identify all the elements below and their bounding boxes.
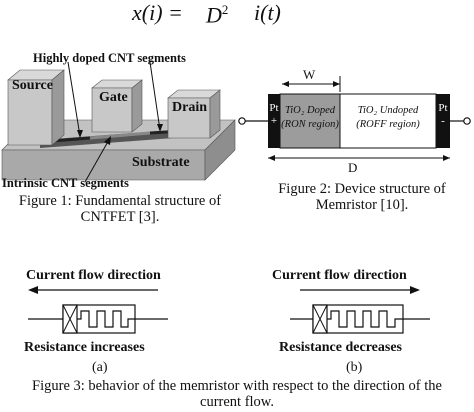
equation-rhs: i(t) [254, 0, 281, 25]
terminal-right [463, 117, 471, 125]
label-w: W [303, 67, 316, 82]
fig3a-title: Current flow direction [26, 268, 161, 283]
figure1-caption-line2: CNTFET [3]. [80, 209, 160, 225]
pt-left-sign: + [270, 115, 278, 127]
fig3b-memristor-symbol [290, 286, 430, 334]
label-intrinsic: Intrinsic CNT segments [2, 176, 129, 190]
pt-left-text: Pt [269, 102, 279, 114]
equation-lhs: x(i) = [132, 0, 183, 25]
doped-region [279, 93, 341, 149]
pointer-doped-left [67, 61, 81, 137]
fig3a-memristor-symbol [28, 286, 168, 334]
figure1-caption: Figure 1: Fundamental structure of CNTFE… [0, 193, 240, 225]
doped-line2: (RON region) [281, 119, 339, 130]
pointer-doped-right-head [157, 124, 163, 132]
pointer-doped-left-head [77, 130, 83, 138]
figure3-caption-line2: current flow. [200, 394, 274, 410]
figure3-caption-line1: Figure 3: behavior of the memristor with… [32, 378, 442, 394]
pointer-doped-right [149, 61, 161, 131]
gate-block-side [131, 79, 143, 133]
fig3b-result: Resistance decreases [279, 340, 402, 355]
label-substrate: Substrate [132, 155, 190, 170]
label-drain: Drain [172, 100, 207, 115]
label-source: Source [12, 78, 53, 93]
d-arrow-left [268, 155, 275, 161]
d-arrow-right [443, 155, 450, 161]
figure2-caption-line1: Figure 2: Device structure of [278, 181, 446, 197]
fig3a-arrow-head [28, 286, 38, 294]
figure3-caption: Figure 3: behavior of the memristor with… [0, 378, 474, 410]
w-arrow-right [333, 81, 340, 87]
fig3b-marker-x2 [312, 304, 328, 334]
figure1-caption-line1: Figure 1: Fundamental structure of [18, 193, 222, 209]
doped-region-label: TiO₂ Doped (RON region) [280, 104, 340, 132]
pt-right-label: Pt - [436, 102, 450, 128]
figure2-caption-line2: Memristor [10]. [315, 197, 409, 213]
label-highly-doped: Highly doped CNT segments [33, 51, 186, 65]
source-block-side [51, 69, 65, 146]
w-arrow-left [282, 81, 289, 87]
pointer-intrinsic [84, 137, 111, 183]
fig3b-sublabel: (b) [346, 360, 363, 375]
undoped-region [339, 93, 437, 149]
equation-denominator: D2 [206, 2, 229, 28]
fig3a-zigzag [77, 310, 135, 328]
pt-right-text: Pt [438, 102, 448, 114]
pt-electrode-right [436, 94, 450, 148]
drain-block-side [209, 89, 221, 139]
label-d: D [348, 160, 358, 175]
substrate-side [204, 119, 236, 181]
fig3a-sublabel: (a) [92, 360, 108, 375]
figure2-caption: Figure 2: Device structure of Memristor … [250, 181, 474, 213]
fig3b-zigzag [327, 310, 403, 328]
cnt-intrinsic [89, 131, 151, 140]
equation: x(i) = D2 i(t) [132, 0, 332, 30]
figure1-cntfet-diagram [1, 61, 236, 183]
fig3a-result: Resistance increases [24, 340, 145, 355]
undoped-line1: TiO₂ Undoped [357, 105, 419, 116]
pointer-intrinsic-head [104, 136, 111, 145]
undoped-line2: (ROFF region) [356, 119, 420, 130]
pt-electrode-left [268, 94, 280, 148]
pt-right-sign: - [441, 115, 445, 127]
pt-left-label: Pt + [268, 102, 280, 128]
figure2-memristor-device [238, 76, 471, 161]
fig3a-marker-x2 [62, 304, 78, 334]
terminal-left [238, 117, 246, 125]
fig3b-arrow-head [410, 286, 420, 294]
fig3b-title: Current flow direction [272, 268, 407, 283]
doped-line1: TiO₂ Doped [284, 105, 336, 116]
label-gate: Gate [99, 90, 128, 105]
undoped-region-label: TiO₂ Undoped (ROFF region) [340, 104, 436, 132]
